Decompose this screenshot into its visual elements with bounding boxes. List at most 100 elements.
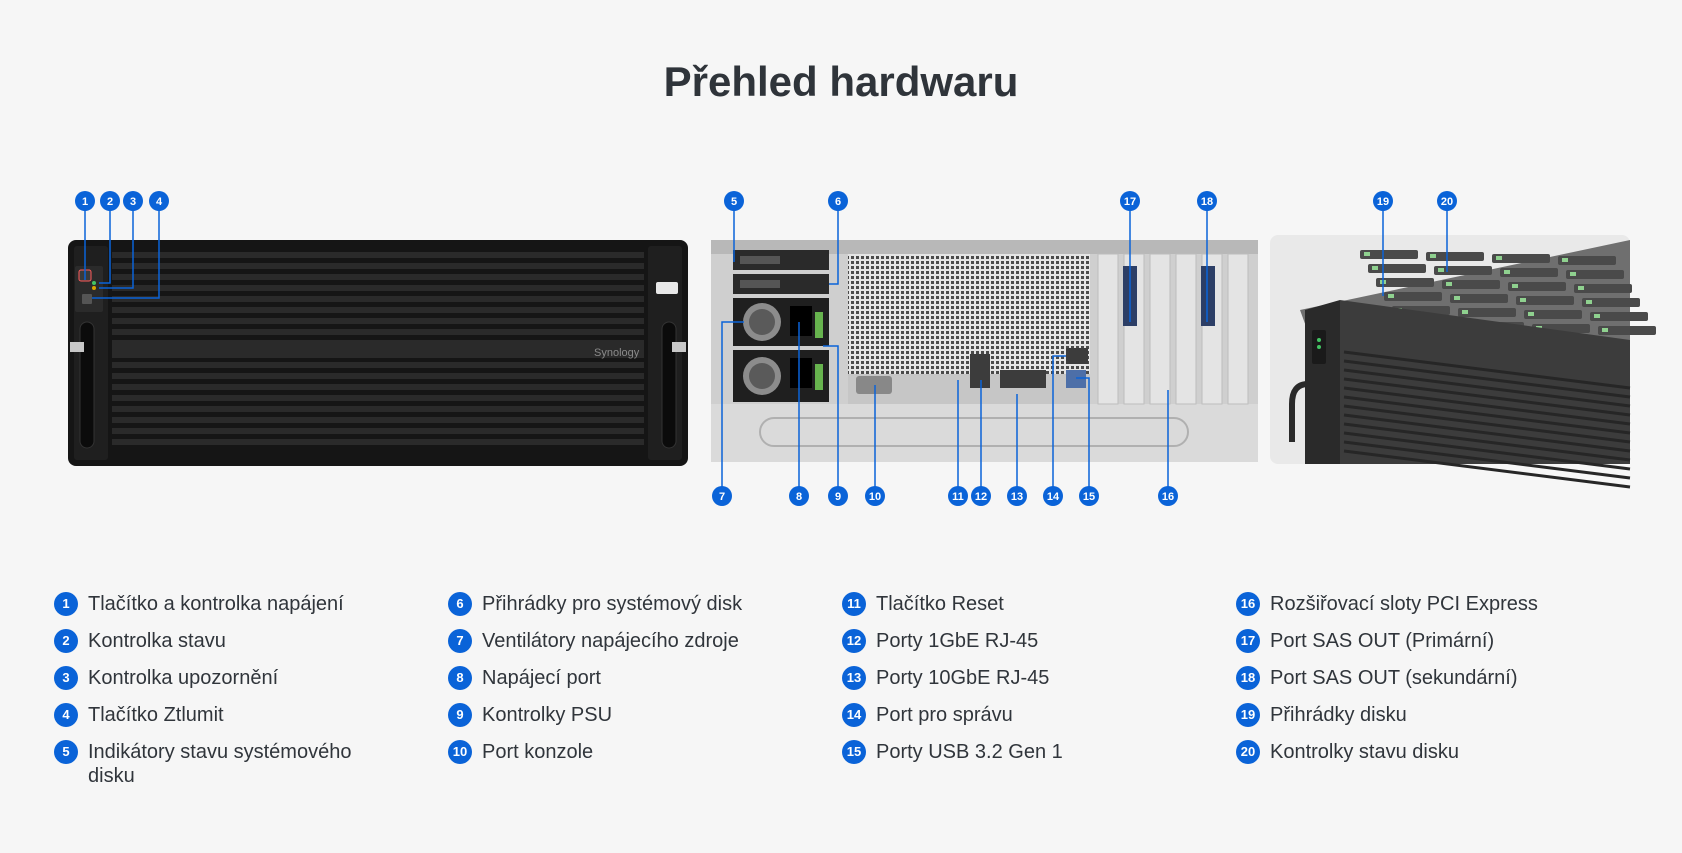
legend-label: Kontrolka upozornění bbox=[88, 667, 279, 689]
legend-number-badge: 5 bbox=[54, 740, 78, 764]
legend-label: Přihrádky pro systémový disk bbox=[482, 593, 743, 615]
legend-number-badge: 11 bbox=[842, 592, 866, 616]
legend-label: Kontrolky stavu disku bbox=[1270, 741, 1459, 763]
legend-label: Porty 10GbE RJ-45 bbox=[876, 667, 1050, 689]
legend-number-badge: 20 bbox=[1236, 740, 1260, 764]
legend-number-badge: 1 bbox=[54, 592, 78, 616]
legend-label: Indikátory stavu systémového disku bbox=[88, 741, 352, 787]
legend-number-badge: 9 bbox=[448, 703, 472, 727]
legend-label: Kontrolky PSU bbox=[482, 704, 613, 726]
callout-badge-3 bbox=[123, 191, 143, 211]
legend-number-badge: 19 bbox=[1236, 703, 1260, 727]
callout-badge-9 bbox=[828, 486, 848, 506]
legend-item-9: 9 Kontrolky PSU bbox=[448, 703, 782, 727]
legend-number-badge: 16 bbox=[1236, 592, 1260, 616]
legend-item-11: 11 Tlačítko Reset bbox=[842, 592, 1176, 616]
legend-label: Tlačítko Ztlumit bbox=[88, 704, 224, 726]
legend-label: Port SAS OUT (Primární) bbox=[1270, 630, 1495, 652]
legend-number-badge: 13 bbox=[842, 666, 866, 690]
callout-badge-16 bbox=[1158, 486, 1178, 506]
legend-label: Kontrolka stavu bbox=[88, 630, 226, 652]
callout-number-7: 7 bbox=[719, 491, 725, 503]
legend-item-1: 1 Tlačítko a kontrolka napájení bbox=[54, 592, 388, 616]
legend-item-3: 3 Kontrolka upozornění bbox=[54, 666, 388, 690]
legend-number-badge: 7 bbox=[448, 629, 472, 653]
callout-number-16: 16 bbox=[1162, 491, 1174, 503]
front-brand-logo: Synology bbox=[594, 347, 640, 359]
console-port-shape bbox=[856, 376, 892, 394]
legend-item-13: 13 Porty 10GbE RJ-45 bbox=[842, 666, 1176, 690]
callout-badge-19 bbox=[1373, 191, 1393, 211]
callout-line-9 bbox=[823, 345, 839, 487]
callout-number-20: 20 bbox=[1441, 196, 1453, 208]
legend-number-badge: 8 bbox=[448, 666, 472, 690]
callout-number-1: 1 bbox=[82, 196, 88, 208]
callout-number-10: 10 bbox=[869, 491, 881, 503]
callout-badge-18 bbox=[1197, 191, 1217, 211]
legend-label: Ventilátory napájecího zdroje bbox=[482, 630, 739, 652]
callout-badge-17 bbox=[1120, 191, 1140, 211]
callout-badge-15 bbox=[1079, 486, 1099, 506]
callout-number-2: 2 bbox=[107, 196, 113, 208]
legend-number-badge: 4 bbox=[54, 703, 78, 727]
callout-number-4: 4 bbox=[156, 196, 163, 208]
legend-number-badge: 12 bbox=[842, 629, 866, 653]
callout-badge-4 bbox=[149, 191, 169, 211]
callout-badge-7 bbox=[712, 486, 732, 506]
callout-badge-6 bbox=[828, 191, 848, 211]
callout-number-14: 14 bbox=[1047, 491, 1060, 503]
legend-label: Porty 1GbE RJ-45 bbox=[876, 630, 1039, 652]
legend-label: Port konzole bbox=[482, 741, 594, 763]
callout-line-14 bbox=[1052, 355, 1066, 487]
callout-badge-20 bbox=[1437, 191, 1457, 211]
callout-number-17: 17 bbox=[1124, 196, 1136, 208]
callout-badge-5 bbox=[724, 191, 744, 211]
callout-badge-8 bbox=[789, 486, 809, 506]
callout-number-13: 13 bbox=[1011, 491, 1023, 503]
callout-number-8: 8 bbox=[796, 491, 802, 503]
callout-line-6 bbox=[829, 210, 839, 285]
legend-item-18: 18 Port SAS OUT (sekundární) bbox=[1236, 666, 1570, 690]
legend-label: Rozšiřovací sloty PCI Express bbox=[1270, 593, 1538, 615]
legend-number-badge: 15 bbox=[842, 740, 866, 764]
legend-number-badge: 2 bbox=[54, 629, 78, 653]
legend-label: Tlačítko a kontrolka napájení bbox=[88, 593, 344, 615]
legend-item-19: 19 Přihrádky disku bbox=[1236, 703, 1570, 727]
callout-badge-13 bbox=[1007, 486, 1027, 506]
legend-number-badge: 3 bbox=[54, 666, 78, 690]
legend-label: Port SAS OUT (sekundární) bbox=[1270, 667, 1518, 689]
callout-badge-14 bbox=[1043, 486, 1063, 506]
callout-number-12: 12 bbox=[975, 491, 987, 503]
callout-number-9: 9 bbox=[835, 491, 841, 503]
legend-item-17: 17 Port SAS OUT (Primární) bbox=[1236, 629, 1570, 653]
callout-number-5: 5 bbox=[731, 196, 737, 208]
legend-item-7: 7 Ventilátory napájecího zdroje bbox=[448, 629, 782, 653]
callout-badge-1 bbox=[75, 191, 95, 211]
legend-number-badge: 17 bbox=[1236, 629, 1260, 653]
callout-number-19: 19 bbox=[1377, 196, 1389, 208]
callout-number-18: 18 bbox=[1201, 196, 1213, 208]
legend-label: Port pro správu bbox=[876, 704, 1013, 726]
legend-number-badge: 18 bbox=[1236, 666, 1260, 690]
callout-badge-10 bbox=[865, 486, 885, 506]
callout-line-7 bbox=[721, 321, 744, 487]
legend-label: Přihrádky disku bbox=[1270, 704, 1407, 726]
legend-item-5: 5 Indikátory stavu systémového disku bbox=[54, 740, 388, 788]
callout-number-15: 15 bbox=[1083, 491, 1095, 503]
legend-label: Porty USB 3.2 Gen 1 bbox=[876, 741, 1063, 763]
legend-item-15: 15 Porty USB 3.2 Gen 1 bbox=[842, 740, 1176, 764]
callout-badge-11 bbox=[948, 486, 968, 506]
callout-number-11: 11 bbox=[952, 491, 964, 503]
legend-number-badge: 10 bbox=[448, 740, 472, 764]
front-view-photo: Synology bbox=[68, 240, 688, 466]
legend-item-4: 4 Tlačítko Ztlumit bbox=[54, 703, 388, 727]
callout-badge-2 bbox=[100, 191, 120, 211]
legend-label: Tlačítko Reset bbox=[876, 593, 1004, 615]
legend-item-16: 16 Rozšiřovací sloty PCI Express bbox=[1236, 592, 1570, 616]
callout-number-3: 3 bbox=[130, 196, 136, 208]
